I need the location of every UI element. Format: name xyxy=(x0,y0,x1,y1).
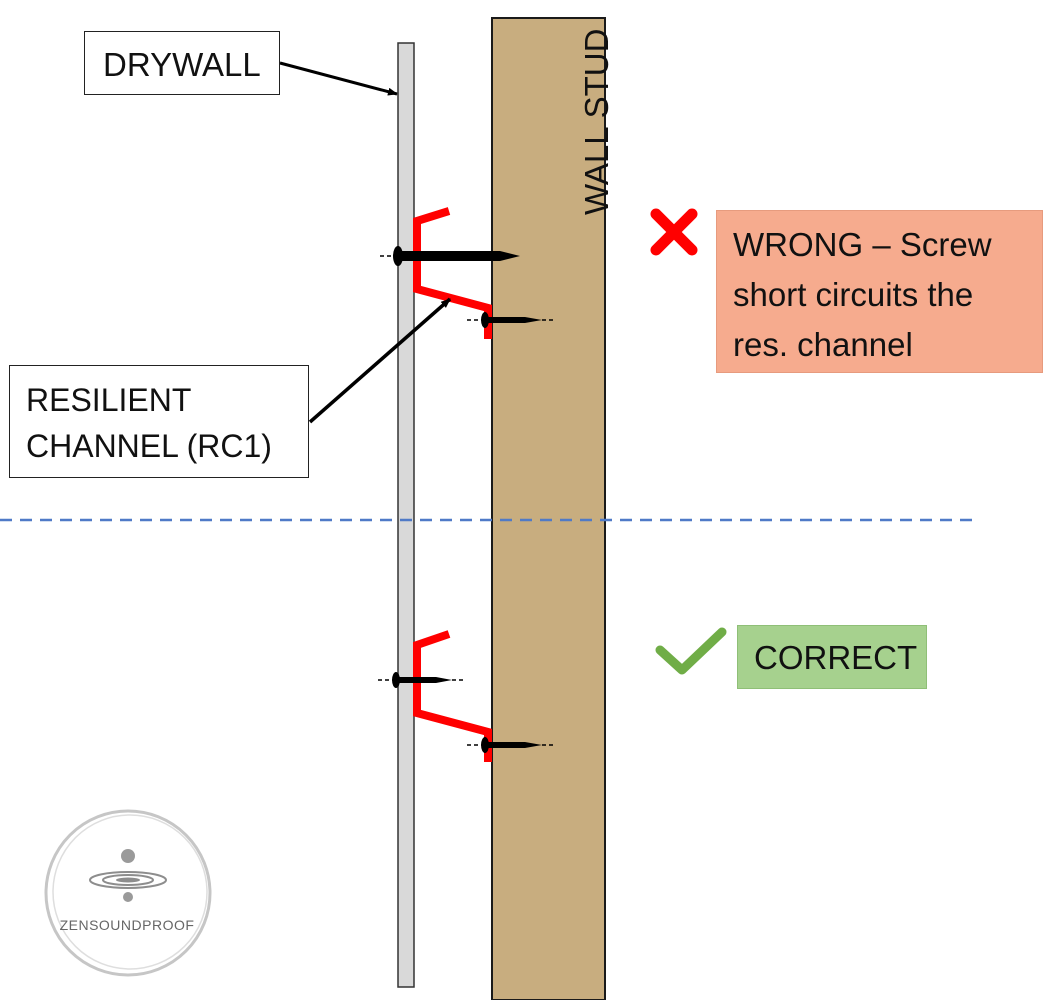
channel-arrow xyxy=(308,297,452,424)
zensoundproof-logo: ZENSOUNDPROOF xyxy=(44,809,212,977)
wrong-line-3: res. channel xyxy=(733,326,913,363)
stud-screw-top xyxy=(467,312,556,328)
check-icon xyxy=(655,627,727,675)
wall-stud xyxy=(491,17,606,1000)
wall-stud-label: WALL STUD xyxy=(578,28,615,215)
drywall-label-text: DRYWALL xyxy=(103,46,261,83)
resilient-channel-label: RESILIENT CHANNEL (RC1) xyxy=(9,365,309,478)
drywall-arrow xyxy=(279,61,398,96)
drop-icon xyxy=(121,849,135,863)
rc-label-line-1: RESILIENT xyxy=(26,382,192,418)
correct-label-text: CORRECT xyxy=(754,639,918,676)
long-screw xyxy=(380,246,520,266)
correct-callout: CORRECT xyxy=(737,625,927,689)
wrong-line-1: WRONG – Screw xyxy=(733,226,992,263)
cross-icon xyxy=(650,208,698,256)
stud-screw-bottom xyxy=(467,737,556,753)
drywall-panel xyxy=(397,42,415,988)
drywall-screw-bottom xyxy=(378,672,466,688)
wrong-callout: WRONG – Screw short circuits the res. ch… xyxy=(716,210,1043,373)
wrong-line-2: short circuits the xyxy=(733,276,974,313)
drywall-label: DRYWALL xyxy=(84,31,280,95)
resilient-channel-bottom xyxy=(413,630,492,762)
logo-text: ZENSOUNDPROOF xyxy=(60,917,195,933)
rc-label-line-2: CHANNEL (RC1) xyxy=(26,428,272,464)
